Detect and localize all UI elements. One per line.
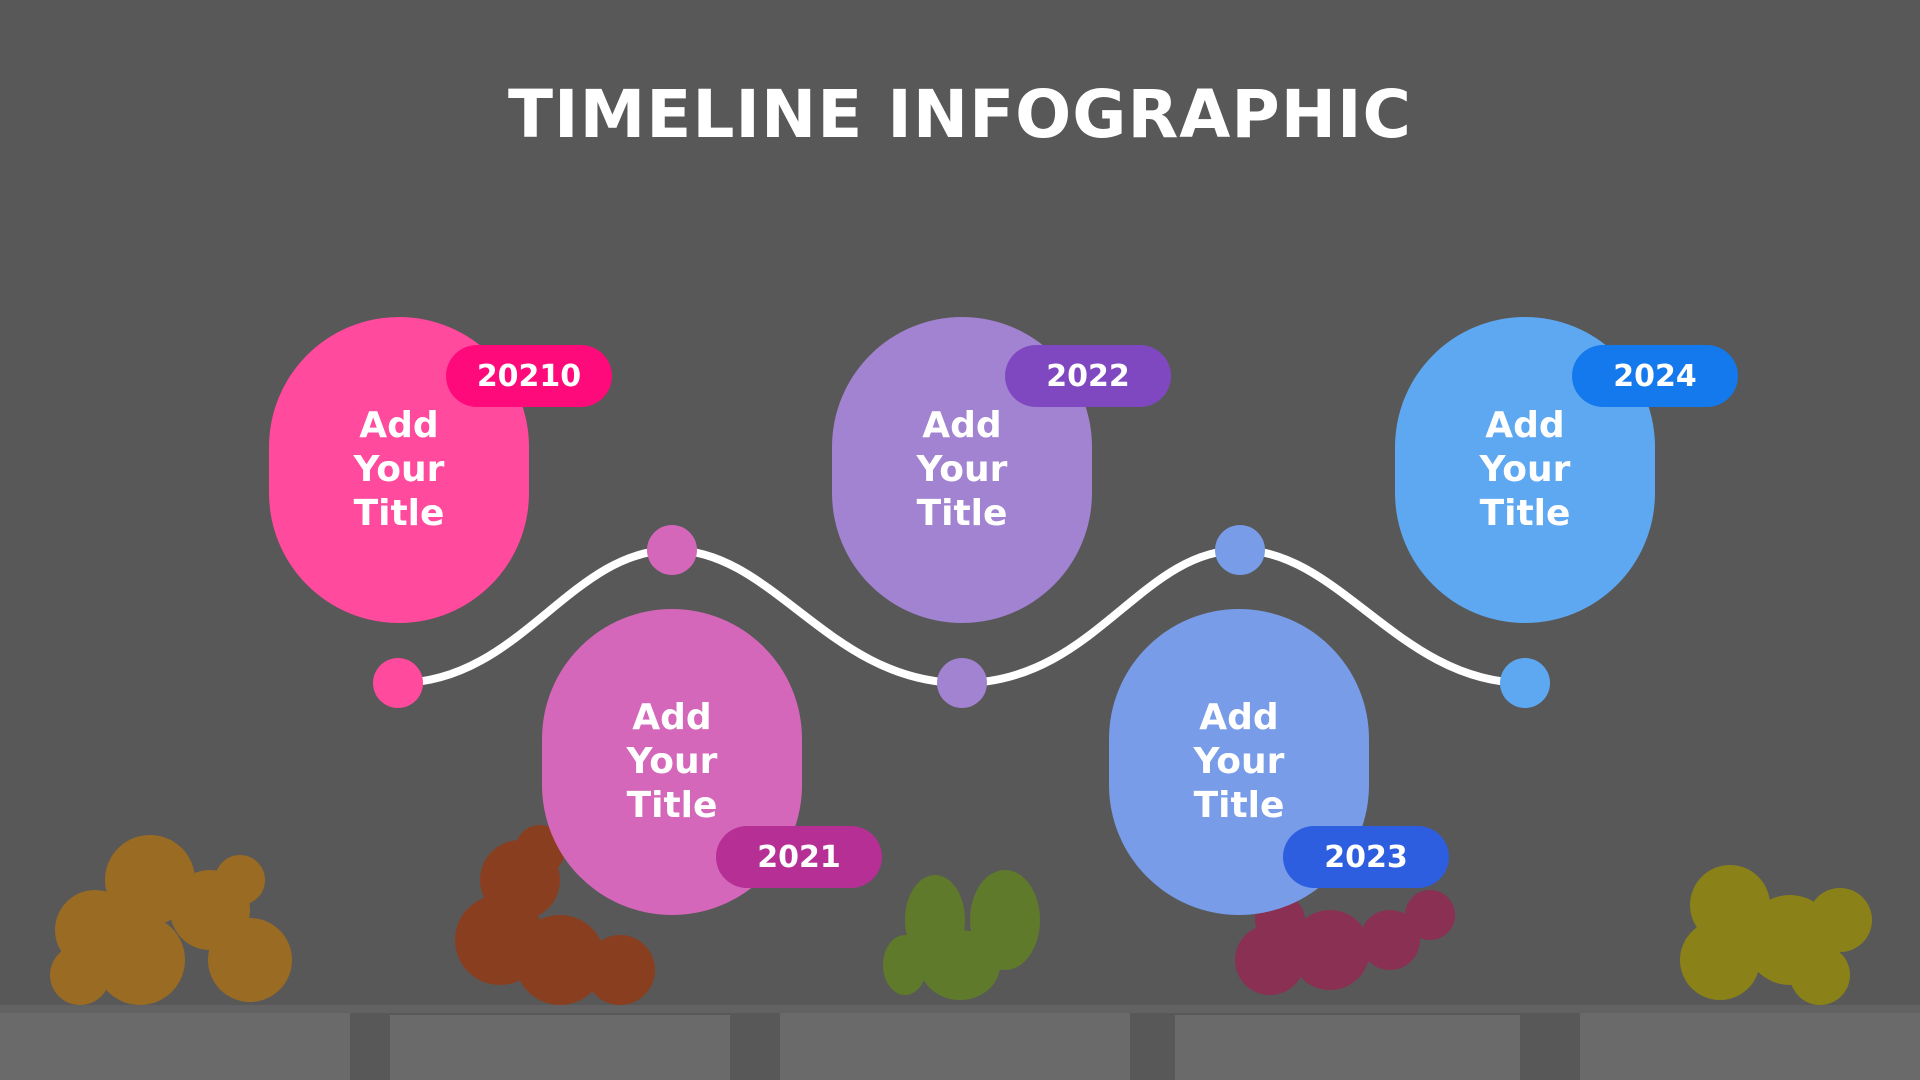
year-badge: 2021 <box>716 826 882 888</box>
card-title: Add Your Title <box>916 405 1008 534</box>
year-badge: 20210 <box>446 345 612 407</box>
year-badge: 2022 <box>1005 345 1171 407</box>
timeline-dot <box>647 525 697 575</box>
timeline-dot <box>1500 658 1550 708</box>
card-title: Add Your Title <box>626 697 718 826</box>
card-title: Add Your Title <box>353 405 445 534</box>
timeline-dot <box>373 658 423 708</box>
timeline-dot <box>1215 525 1265 575</box>
timeline-dot <box>937 658 987 708</box>
card-title: Add Your Title <box>1193 697 1285 826</box>
page-title: TIMELINE INFOGRAPHIC <box>508 76 1412 153</box>
year-badge: 2023 <box>1283 826 1449 888</box>
timeline-card: Add Your Title <box>832 317 1092 623</box>
year-badge: 2024 <box>1572 345 1738 407</box>
card-title: Add Your Title <box>1479 405 1571 534</box>
